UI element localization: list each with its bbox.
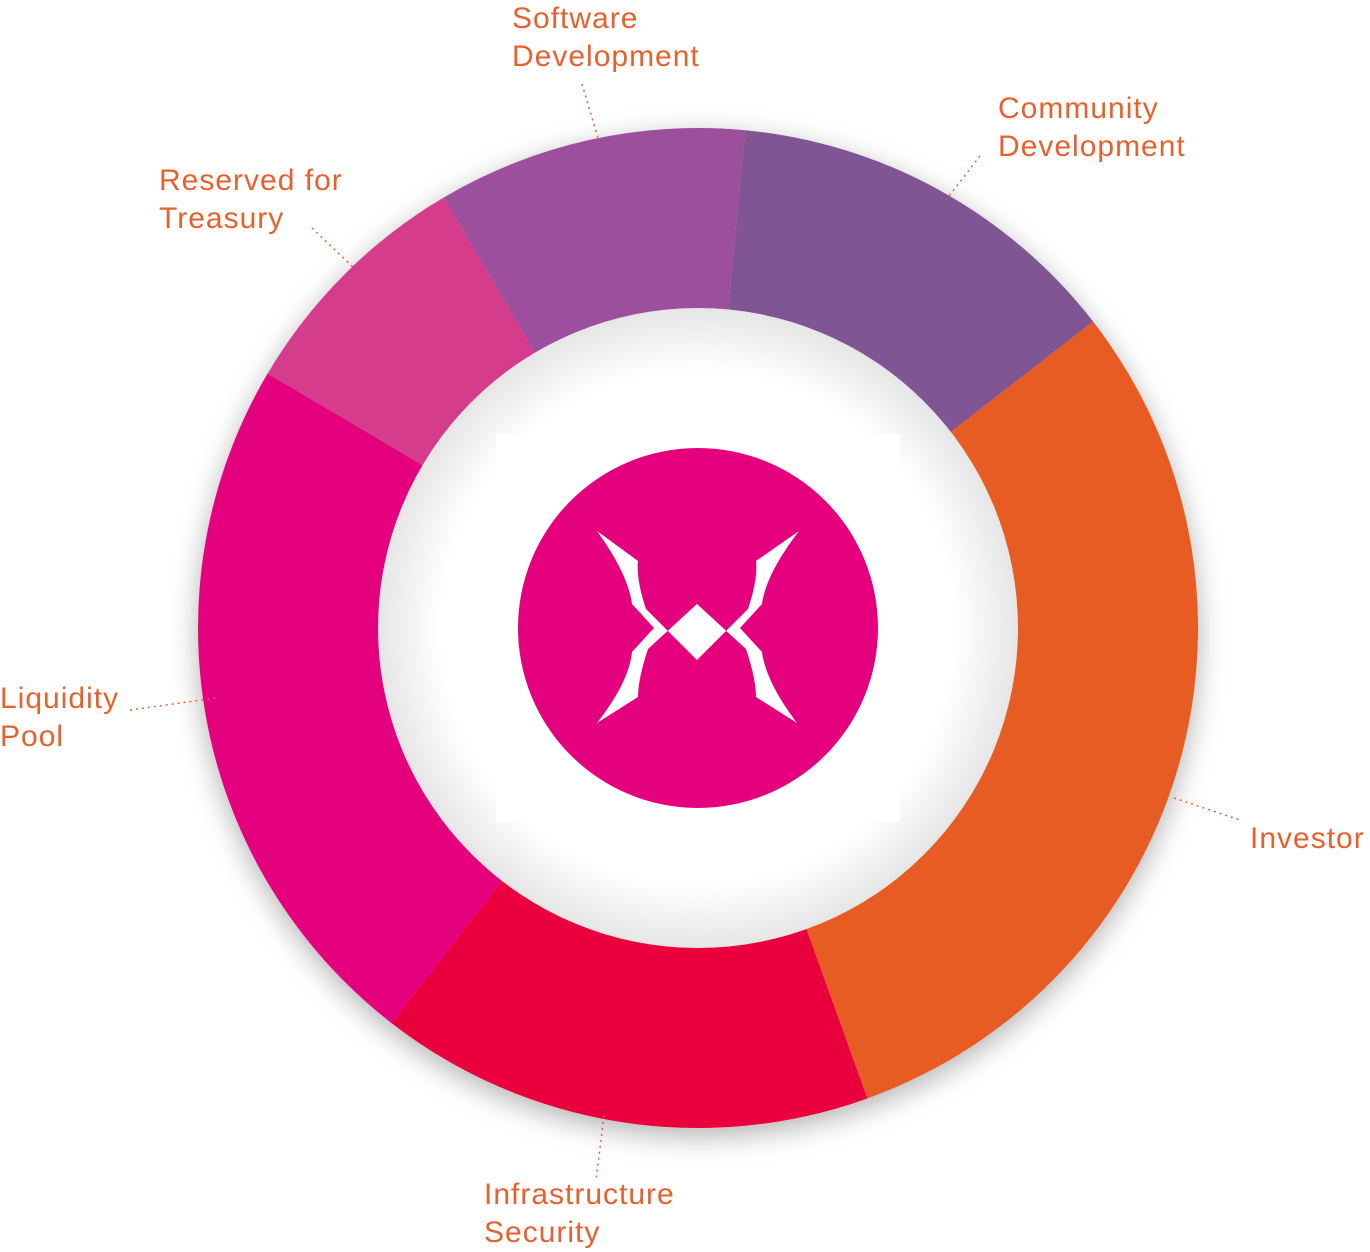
label-investor: Investor [1250,820,1365,858]
leader-liquidity [129,697,217,711]
x-logo-icon [518,448,878,808]
label-line: Software [512,2,639,35]
label-line: Liquidity [0,682,120,715]
label-line: Development [998,130,1186,163]
label-line: Development [512,40,700,73]
label-software-development: Software Development [512,0,700,76]
leader-software [581,83,599,139]
label-line: Security [484,1216,601,1249]
label-reserved-for-treasury: Reserved for Treasury [159,162,343,238]
label-line: Reserved for [159,164,343,197]
leader-infrastructure [595,1115,605,1181]
label-liquidity-pool: Liquidity Pool [0,680,119,756]
label-line: Pool [0,720,65,753]
slice-liquidity-pool [197,373,508,1024]
label-community-development: Community Development [998,90,1186,166]
slice-software-development [443,128,746,362]
slice-community-development [727,130,1094,438]
label-infrastructure-security: Infrastructure Security [484,1176,675,1252]
label-line: Treasury [159,202,285,235]
leader-community [945,155,981,201]
center-logo-box [496,434,900,822]
leader-investor [1173,797,1241,821]
label-line: Community [998,92,1159,125]
leader-reserved [311,227,355,269]
label-line: Investor [1250,822,1365,855]
label-line: Infrastructure [484,1178,675,1211]
